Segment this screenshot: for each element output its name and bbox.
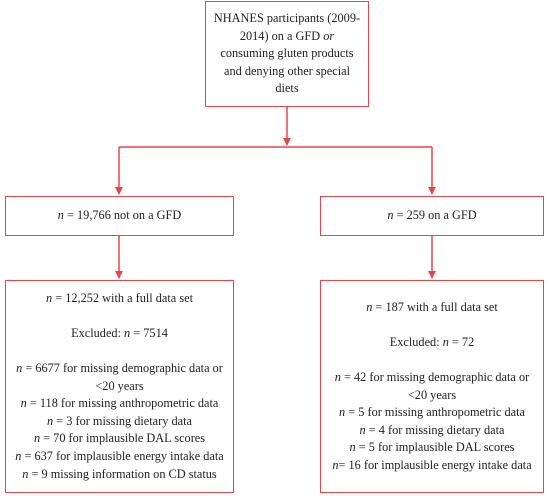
n-label: n [332,457,339,472]
excluded-value: = 72 [448,334,475,349]
right-bottom-header-text: = 187 with a full data set [372,299,498,314]
item-text: <20 years [95,378,144,393]
n-label: n [15,449,22,464]
top-line-2-em: or [323,28,335,43]
left-bottom-item-0: n = 6677 for missing demographic data or [16,360,223,378]
n-label: n [33,431,41,446]
n-label: n [124,325,131,340]
item-text: = 637 for implausible energy intake data [21,449,224,464]
n-label: n [334,369,341,384]
right-mid-line: n = 259 on a GFD [387,207,476,225]
item-text: = 6677 for missing demographic data or [22,361,223,376]
top-line-2: 2014) on a GFD or [240,28,334,46]
n-label: n [349,440,356,455]
n-label: n [339,405,346,420]
top-line-4: and denying other special [223,63,350,78]
excluded-prefix: Excluded: [389,334,443,349]
n-label: n [46,290,53,305]
n-label: n [366,299,373,314]
excluded-value: = 7514 [130,325,168,340]
right-bottom-item-3: n = 4 for missing dietary data [360,422,505,440]
left-bottom-excluded: Excluded: n = 7514 [71,325,168,343]
right-bottom-header: n = 187 with a full data set [366,299,498,317]
box-nhanes-participants: NHANES participants (2009- 2014) on a GF… [205,1,369,107]
right-bottom-excluded: Excluded: n = 72 [390,334,474,352]
right-bottom-item-4: n = 5 for implausible DAL scores [350,439,515,457]
item-text: = 16 for implausible energy intake data [338,457,532,472]
right-mid-text: = 259 on a GFD [393,208,477,223]
box-on-gfd: n = 259 on a GFD [320,196,544,236]
top-line-1: NHANES participants (2009- [213,11,361,26]
box-not-on-gfd: n = 19,766 not on a GFD [5,196,234,236]
left-bottom-header: n = 12,252 with a full data set [46,290,193,308]
left-bottom-item-5: n = 637 for implausible energy intake da… [15,448,224,466]
left-bottom-item-1: <20 years [95,378,143,396]
n-label: n [22,466,29,481]
item-text: <20 years [407,387,457,402]
n-label: n [20,396,27,411]
top-line-2-text: 2014) on a GFD [239,28,324,43]
excluded-prefix: Excluded: [71,325,125,340]
right-bottom-item-0: n = 42 for missing demographic data or [335,369,529,387]
left-mid-line: n = 19,766 not on a GFD [58,207,181,225]
top-line-3: consuming gluten products [220,46,354,61]
n-label: n [359,422,366,437]
left-bottom-item-4: n = 70 for implausible DAL scores [34,430,205,448]
n-label: n [47,413,54,428]
left-bottom-item-3: n = 3 for missing dietary data [47,413,192,431]
item-text: = 9 missing information on CD status [28,466,217,481]
right-bottom-item-2: n = 5 for missing anthropometric data [339,404,525,422]
n-label: n [16,361,23,376]
item-text: = 5 for missing anthropometric data [345,405,525,420]
item-text: = 42 for missing demographic data or [340,369,530,384]
n-label: n [387,208,394,223]
right-bottom-item-5: n= 16 for implausible energy intake data [332,457,531,475]
n-label: n [442,334,449,349]
left-bottom-item-2: n = 118 for missing anthropometric data [21,395,219,413]
item-text: = 3 for missing dietary data [53,413,192,428]
box-right-full-data-set: n = 187 with a full data set Excluded: n… [320,280,544,493]
item-text: = 5 for implausible DAL scores [355,440,515,455]
n-label: n [57,208,64,223]
item-text: = 118 for missing anthropometric data [26,396,219,411]
item-text: = 4 for missing dietary data [365,422,505,437]
item-text: = 70 for implausible DAL scores [40,431,206,446]
top-line-5: diets [275,81,299,96]
left-bottom-item-6: n = 9 missing information on CD status [22,466,216,484]
left-bottom-header-text: = 12,252 with a full data set [52,290,193,305]
left-mid-text: = 19,766 not on a GFD [63,208,182,223]
box-left-full-data-set: n = 12,252 with a full data set Excluded… [5,280,234,493]
right-bottom-item-1: <20 years [408,387,456,405]
